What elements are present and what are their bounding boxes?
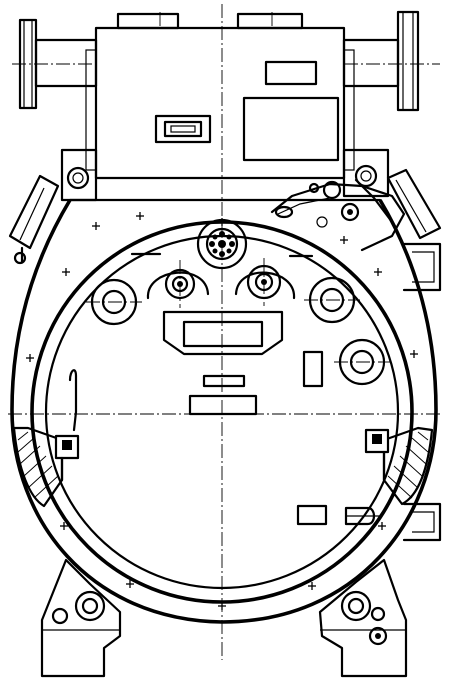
centre-lines	[8, 4, 440, 660]
left-terminal-shell	[8, 174, 60, 265]
junction-box	[85, 12, 355, 180]
inspection-cover	[162, 310, 284, 416]
right-lower-lug	[402, 502, 442, 542]
right-latch-section	[364, 426, 434, 506]
small-window	[302, 350, 324, 388]
bearing-cap-assembly	[270, 178, 406, 252]
left-bracket	[60, 148, 98, 202]
left-foot	[40, 558, 122, 678]
right-bracket	[342, 148, 390, 198]
small-plate	[264, 60, 318, 86]
right-foot	[318, 558, 408, 678]
left-gauge	[146, 268, 210, 300]
cable-gland-window	[154, 114, 212, 144]
lower-window	[296, 504, 328, 526]
lower-plug	[344, 506, 380, 526]
right-cable-entry	[342, 10, 440, 112]
left-cable-entry	[12, 18, 98, 110]
nameplate	[242, 96, 340, 162]
bolt-marks	[26, 212, 418, 610]
right-gauge	[234, 264, 296, 300]
cable-hook	[68, 369, 78, 432]
right-terminal-shell	[386, 168, 442, 292]
left-latch-section	[12, 426, 80, 508]
